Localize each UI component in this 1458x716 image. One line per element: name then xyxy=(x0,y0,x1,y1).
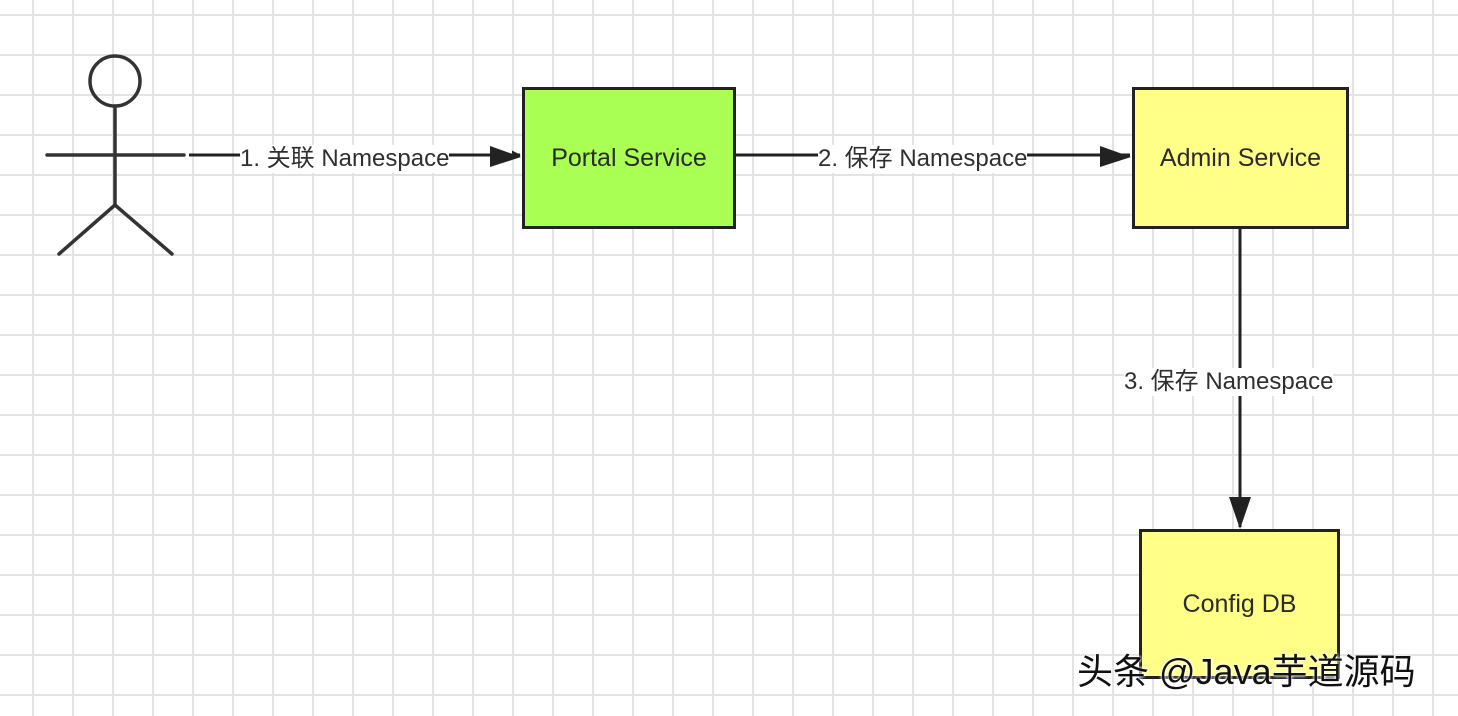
actor-leg-right xyxy=(113,203,174,256)
actor-icon xyxy=(45,54,186,256)
config-db-label: Config DB xyxy=(1182,589,1297,618)
edge-save-db-head xyxy=(1229,497,1251,529)
portal-service-label: Portal Service xyxy=(551,143,707,172)
edge-associate-label: 1. 关联 Namespace xyxy=(240,145,450,173)
actor-leg-left xyxy=(57,203,117,256)
admin-service-node[interactable]: Admin Service xyxy=(1132,87,1349,229)
admin-service-label: Admin Service xyxy=(1159,143,1322,172)
edge-save-db-label: 3. 保存 Namespace xyxy=(1124,368,1334,396)
portal-service-node[interactable]: Portal Service xyxy=(522,87,736,229)
actor-head xyxy=(88,54,142,108)
edge-save-admin-head xyxy=(1100,146,1131,167)
watermark: 头条 @Java芋道源码 xyxy=(1077,651,1416,692)
config-db-node[interactable]: Config DB xyxy=(1139,529,1340,679)
edge-save-admin-label: 2. 保存 Namespace xyxy=(818,145,1028,173)
edge-associate-head xyxy=(490,146,521,167)
